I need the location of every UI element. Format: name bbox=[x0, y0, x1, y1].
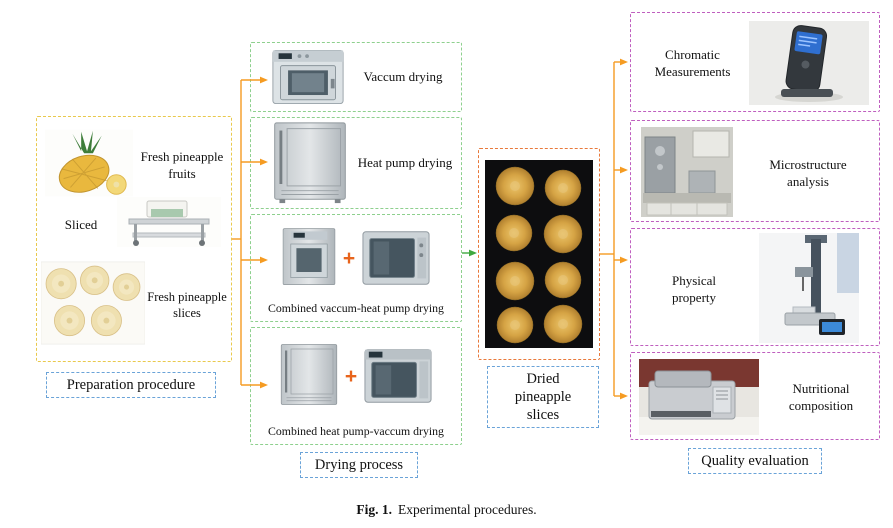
fresh-slices-image bbox=[41, 261, 145, 345]
nutritional-box: Nutritional composition bbox=[630, 352, 880, 440]
dried-slices-image bbox=[485, 160, 593, 348]
physical-label: Physical property bbox=[671, 273, 717, 305]
quality-chip: Quality evaluation bbox=[688, 448, 822, 475]
vacuum-unit-image bbox=[282, 228, 336, 285]
combined-hv-drying-box: + Combined heat pump-vaccum drying bbox=[250, 327, 462, 445]
colorimeter-image bbox=[749, 21, 869, 105]
figure-caption: Fig. 1. Experimental procedures. bbox=[0, 502, 893, 518]
vacuum-oven-image bbox=[364, 349, 432, 403]
chromatic-label: Chromatic Measurements bbox=[654, 47, 731, 79]
sliced-label: Sliced bbox=[64, 217, 98, 232]
preparation-box: Fresh pineapple fruits Sliced bbox=[36, 116, 232, 362]
plus-sign: + bbox=[342, 246, 356, 270]
microstructure-box: Microstructure analysis bbox=[630, 120, 880, 222]
microstructure-label: Microstructure analysis bbox=[769, 157, 847, 189]
fresh-pineapple-slices-label: Fresh pineapple slices bbox=[147, 290, 227, 321]
figure-caption-text: Experimental procedures. bbox=[397, 502, 537, 517]
spectrophotometer-image bbox=[639, 359, 759, 435]
lab-image bbox=[641, 127, 733, 217]
vacuum-dryer-image bbox=[272, 49, 344, 105]
heat-pump-unit-image bbox=[280, 344, 337, 405]
fresh-pineapple-fruits-label: Fresh pineapple fruits bbox=[140, 149, 224, 181]
pineapple-image bbox=[45, 129, 133, 197]
preparation-chip: Preparation procedure bbox=[46, 372, 216, 399]
combined-vh-drying-box: + Combined vaccum-heat pump drying bbox=[250, 214, 462, 322]
heat-pump-drying-label: Heat pump drying bbox=[357, 155, 453, 170]
heat-pump-drying-box: Heat pump drying bbox=[250, 117, 462, 209]
drying-chip: Drying process bbox=[300, 452, 418, 479]
figure-number: Fig. 1. bbox=[356, 502, 392, 517]
combined-vh-label: Combined vaccum-heat pump drying bbox=[268, 301, 444, 315]
nutritional-label: Nutritional composition bbox=[788, 381, 854, 413]
combined-hv-label: Combined heat pump-vaccum drying bbox=[268, 424, 444, 438]
vacuum-drying-box: Vaccum drying bbox=[250, 42, 462, 112]
plus-sign: + bbox=[344, 364, 358, 388]
slicing-cart-image bbox=[117, 197, 221, 247]
heat-pump-dryer-image bbox=[274, 122, 346, 204]
oven-image bbox=[362, 231, 430, 285]
texture-analyzer-image bbox=[759, 233, 859, 343]
dried-slices-box bbox=[478, 148, 600, 360]
dried-slices-chip: Dried pineapple slices bbox=[487, 366, 599, 429]
vacuum-drying-label: Vaccum drying bbox=[363, 69, 443, 84]
chromatic-box: Chromatic Measurements bbox=[630, 12, 880, 112]
physical-box: Physical property bbox=[630, 228, 880, 346]
